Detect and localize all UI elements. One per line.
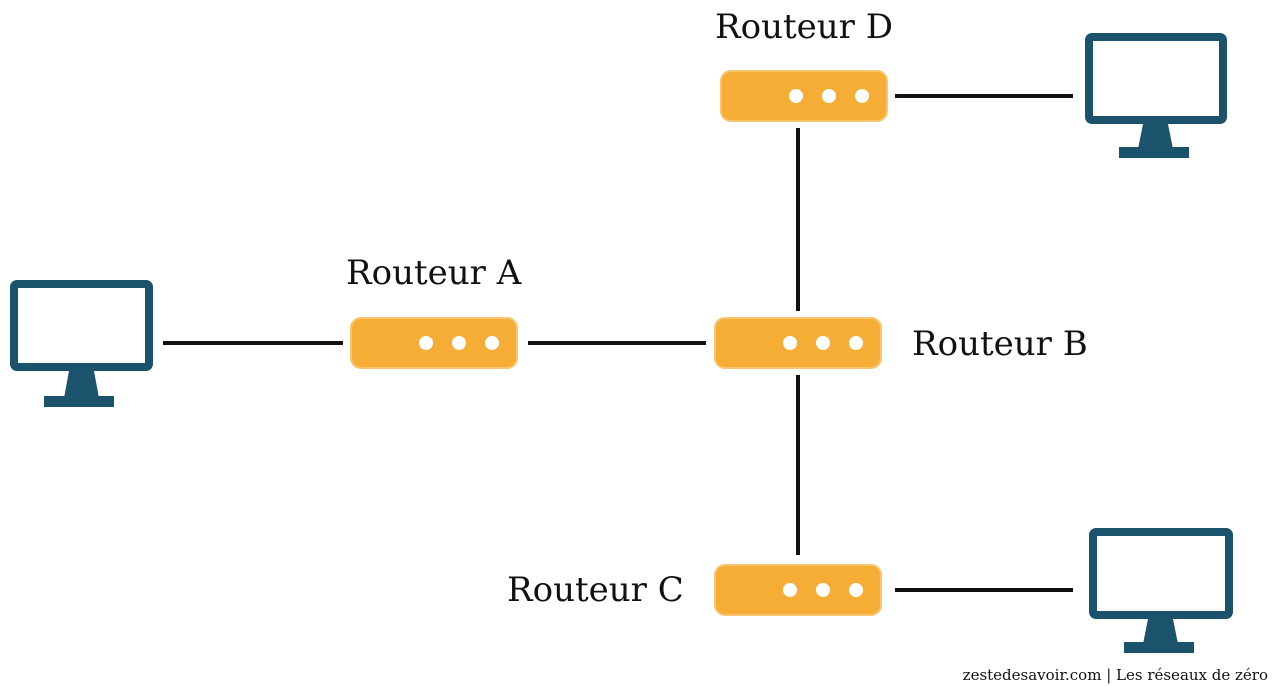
computer-left-base bbox=[44, 396, 114, 407]
router-c-body bbox=[714, 564, 882, 616]
computer-left-icon[interactable] bbox=[10, 280, 153, 407]
router-d-body bbox=[720, 70, 888, 122]
router-d-label: Routeur D bbox=[715, 7, 893, 47]
computer-left-neck bbox=[64, 371, 99, 398]
computer-bottom-right-icon[interactable] bbox=[1089, 528, 1233, 653]
computer-top-right-icon[interactable] bbox=[1085, 33, 1227, 158]
computer-bottom-right-neck bbox=[1143, 619, 1178, 644]
computer-bottom-right-base bbox=[1124, 642, 1194, 653]
router-b-led-1 bbox=[783, 336, 797, 350]
router-c-led-2 bbox=[816, 583, 830, 597]
router-a-label: Routeur A bbox=[346, 253, 522, 293]
router-b-led-2 bbox=[816, 336, 830, 350]
computer-top-right-base bbox=[1119, 147, 1189, 158]
router-a-led-2 bbox=[452, 336, 466, 350]
computer-left-screen bbox=[10, 280, 153, 371]
computer-top-right-neck bbox=[1138, 124, 1173, 149]
computer-top-right-screen bbox=[1085, 33, 1227, 124]
router-c-led-1 bbox=[783, 583, 797, 597]
router-d-led-1 bbox=[789, 89, 803, 103]
router-c-led-3 bbox=[849, 583, 863, 597]
router-c-label: Routeur C bbox=[507, 570, 684, 610]
router-d-led-3 bbox=[855, 89, 869, 103]
router-a-led-3 bbox=[485, 336, 499, 350]
computer-bottom-right-screen bbox=[1089, 528, 1233, 619]
router-d-led-2 bbox=[822, 89, 836, 103]
router-b-body bbox=[714, 317, 882, 369]
router-b-led-3 bbox=[849, 336, 863, 350]
credit-text: zestedesavoir.com | Les réseaux de zéro bbox=[962, 666, 1268, 684]
router-a[interactable] bbox=[350, 317, 518, 369]
router-d[interactable] bbox=[720, 70, 888, 122]
router-b-label: Routeur B bbox=[912, 324, 1088, 364]
router-c[interactable] bbox=[714, 564, 882, 616]
router-a-body bbox=[350, 317, 518, 369]
router-b[interactable] bbox=[714, 317, 882, 369]
router-a-led-1 bbox=[419, 336, 433, 350]
